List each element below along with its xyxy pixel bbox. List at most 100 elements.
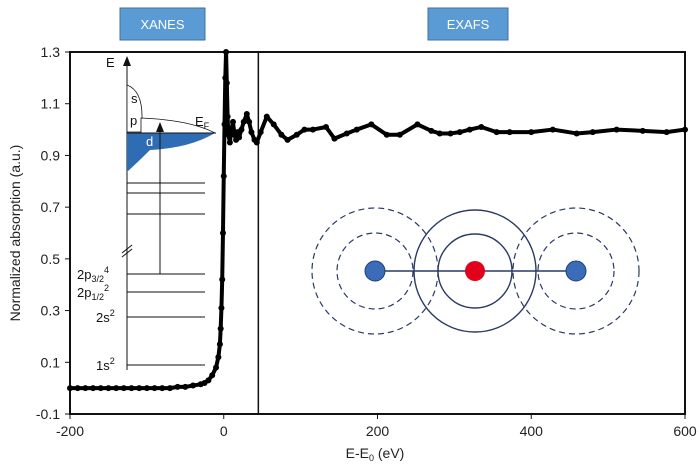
y-tick-label: 0.9 bbox=[41, 147, 61, 163]
data-point bbox=[368, 121, 375, 128]
x-axis-title: E-E0 (eV) bbox=[346, 445, 405, 463]
scattered-wave-outer bbox=[512, 207, 640, 335]
data-point bbox=[322, 123, 329, 130]
data-point bbox=[136, 385, 143, 392]
data-point bbox=[246, 118, 253, 125]
data-point bbox=[82, 385, 89, 392]
data-point bbox=[428, 127, 435, 134]
level-sub: 3/2 bbox=[91, 274, 104, 284]
data-point bbox=[573, 130, 580, 137]
data-point bbox=[218, 304, 225, 311]
data-point bbox=[589, 129, 596, 136]
data-point bbox=[97, 385, 104, 392]
data-point bbox=[213, 364, 220, 371]
data-point bbox=[238, 126, 245, 133]
level-sup: 2 bbox=[110, 308, 115, 318]
data-point bbox=[74, 385, 81, 392]
data-point bbox=[90, 385, 97, 392]
data-point bbox=[221, 121, 228, 128]
excitation-arrowhead-icon bbox=[156, 122, 164, 132]
data-point bbox=[205, 377, 212, 384]
data-point bbox=[263, 113, 270, 120]
data-point bbox=[613, 126, 620, 133]
svg-text:2s2: 2s2 bbox=[96, 308, 115, 325]
data-point bbox=[343, 130, 350, 137]
scattering-diagram bbox=[311, 207, 640, 335]
data-point bbox=[182, 383, 189, 390]
spectrum-line bbox=[70, 50, 686, 391]
data-point bbox=[506, 129, 513, 136]
data-point bbox=[209, 372, 216, 379]
data-point bbox=[216, 341, 223, 348]
svg-text:2p1/22: 2p1/22 bbox=[77, 283, 109, 302]
spectrum-series bbox=[67, 49, 688, 392]
data-point bbox=[243, 111, 250, 118]
x-tick-label: 200 bbox=[366, 423, 390, 439]
svg-text:EF: EF bbox=[195, 114, 210, 131]
d-band bbox=[127, 133, 215, 172]
x-tick-label: -200 bbox=[56, 423, 84, 439]
data-point bbox=[228, 126, 235, 133]
svg-text:1s2: 1s2 bbox=[96, 356, 115, 373]
data-point bbox=[229, 118, 236, 125]
scattered-wave-inner bbox=[537, 232, 615, 310]
data-point bbox=[309, 126, 316, 133]
y-tick-label: 0.5 bbox=[41, 251, 61, 267]
exafs-region-label: EXAFS bbox=[427, 7, 509, 41]
data-point bbox=[240, 118, 247, 125]
data-point bbox=[67, 385, 73, 392]
data-point bbox=[257, 129, 264, 136]
data-point bbox=[682, 126, 688, 133]
data-point bbox=[270, 121, 277, 128]
level-sup: 4 bbox=[104, 265, 109, 275]
fermi-sub: F bbox=[204, 121, 210, 131]
x-tick-label: 0 bbox=[220, 423, 228, 439]
data-point bbox=[253, 139, 260, 146]
data-point bbox=[478, 123, 485, 130]
y-axis: -0.10.10.30.50.70.91.11.3 bbox=[36, 44, 70, 422]
energy-axis-arrow-icon bbox=[123, 56, 131, 66]
data-point bbox=[215, 354, 222, 361]
data-point bbox=[226, 139, 233, 146]
data-point bbox=[223, 80, 230, 87]
data-point bbox=[493, 129, 500, 136]
data-point bbox=[217, 325, 224, 332]
absorber-atom bbox=[465, 261, 485, 281]
data-point bbox=[447, 130, 454, 137]
exafs-label: EXAFS bbox=[447, 17, 490, 32]
data-point bbox=[639, 127, 646, 134]
data-point bbox=[414, 121, 421, 128]
level-label: 2p bbox=[77, 267, 91, 282]
data-point bbox=[293, 131, 300, 138]
axis-break-icon bbox=[121, 248, 133, 258]
data-point bbox=[222, 74, 229, 81]
energy-level-diagram: E s p d EF 2p3/24 2p1/22 2s2 1s2 bbox=[77, 55, 216, 373]
data-point bbox=[159, 385, 166, 392]
data-point bbox=[174, 383, 181, 390]
data-point bbox=[219, 276, 226, 283]
energy-axis-label: E bbox=[106, 55, 115, 70]
data-point bbox=[225, 131, 232, 138]
scatterer-atom-right bbox=[565, 260, 587, 282]
data-point bbox=[151, 385, 158, 392]
level-label: 2s bbox=[96, 310, 110, 325]
xanes-label: XANES bbox=[140, 17, 184, 32]
p-band-label: p bbox=[130, 113, 137, 128]
x-tick-label: 600 bbox=[673, 423, 697, 439]
y-tick-label: -0.1 bbox=[36, 406, 60, 422]
s-band-label: s bbox=[131, 91, 138, 106]
y-tick-label: 1.1 bbox=[41, 96, 61, 112]
d-band-label: d bbox=[146, 134, 153, 149]
scatterer-atom-left bbox=[364, 260, 386, 282]
data-point bbox=[223, 49, 230, 55]
data-point bbox=[663, 129, 670, 136]
level-label: 1s bbox=[96, 358, 110, 373]
fermi-label: E bbox=[195, 114, 204, 129]
data-point bbox=[278, 131, 285, 138]
level-sup: 2 bbox=[110, 356, 115, 366]
data-point bbox=[113, 385, 120, 392]
data-point bbox=[383, 131, 390, 138]
data-point bbox=[224, 113, 231, 120]
data-point bbox=[248, 129, 255, 136]
